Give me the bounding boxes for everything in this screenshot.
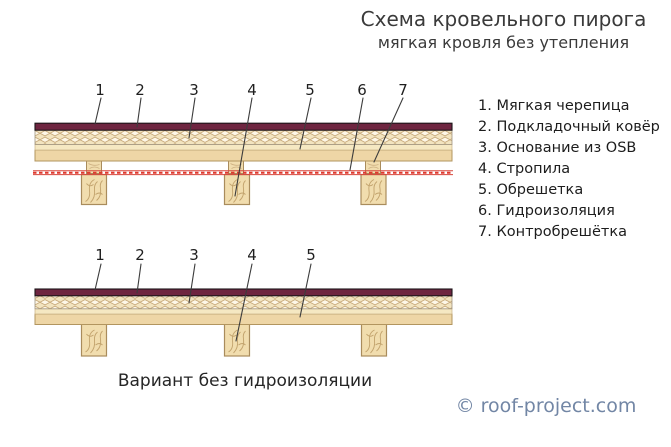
rafter-block bbox=[80, 323, 108, 357]
legend-item: 2. Подкладочный ковёр bbox=[478, 119, 660, 135]
batten-layer bbox=[34, 313, 453, 325]
rafter-block bbox=[223, 323, 251, 357]
page-title: Схема кровельного пирога bbox=[360, 7, 647, 31]
rafter-block bbox=[360, 173, 387, 206]
callout-line-1 bbox=[94, 97, 102, 125]
callout-line-5 bbox=[299, 263, 312, 318]
legend-item: 1. Мягкая черепица bbox=[478, 98, 630, 114]
osb-layer bbox=[34, 129, 453, 145]
shingle-underlayment-layer bbox=[34, 288, 453, 297]
callout-line-5 bbox=[299, 97, 312, 150]
rafter-block bbox=[360, 323, 388, 357]
callout-number-5: 5 bbox=[305, 81, 315, 99]
callout-number-4: 4 bbox=[247, 81, 257, 99]
callout-number-5: 5 bbox=[306, 246, 316, 264]
callout-number-1: 1 bbox=[95, 81, 105, 99]
callout-number-1: 1 bbox=[95, 246, 105, 264]
callout-number-2: 2 bbox=[135, 81, 145, 99]
roof-section-without-waterproofing: 1 2 3 4 5 bbox=[34, 246, 453, 357]
roof-section-with-waterproofing: 1 2 3 4 5 6 7 bbox=[33, 81, 453, 206]
callout-number-4: 4 bbox=[247, 246, 257, 264]
rafter-block bbox=[223, 173, 251, 206]
callout-line-4 bbox=[234, 97, 253, 197]
legend-item: 6. Гидроизоляция bbox=[478, 203, 615, 219]
callout-lines-group bbox=[94, 263, 312, 342]
rafter-block bbox=[80, 173, 108, 206]
callout-line-1 bbox=[94, 263, 102, 291]
callout-number-2: 2 bbox=[135, 246, 145, 264]
callout-line-3 bbox=[188, 263, 196, 304]
bottom-diagram-caption: Вариант без гидроизоляции bbox=[117, 371, 373, 391]
legend-item: 7. Контробрешётка bbox=[478, 224, 627, 240]
batten-board-layer bbox=[34, 308, 453, 315]
rafters-group bbox=[80, 323, 388, 357]
legend-item: 3. Основание из OSB bbox=[478, 140, 637, 156]
counter-battens-group bbox=[86, 160, 381, 174]
callout-line-7 bbox=[373, 97, 404, 163]
callout-line-2 bbox=[136, 263, 142, 294]
callout-line-6 bbox=[349, 97, 364, 171]
legend-item: 5. Обрешетка bbox=[478, 182, 584, 198]
callout-number-3: 3 bbox=[189, 81, 199, 99]
callout-line-4 bbox=[235, 263, 253, 342]
title-block: Схема кровельного пирога мягкая кровля б… bbox=[336, 7, 671, 54]
callout-lines-group bbox=[94, 97, 404, 197]
callout-numbers-group: 1 2 3 4 5 bbox=[95, 246, 316, 264]
callout-line-2 bbox=[136, 97, 142, 128]
rafters-group bbox=[80, 173, 387, 206]
callout-line-3 bbox=[188, 97, 196, 139]
legend-list: 1. Мягкая черепица 2. Подкладочный ковёр… bbox=[478, 96, 660, 243]
batten-layer bbox=[34, 149, 453, 162]
callout-numbers-group: 1 2 3 4 5 6 7 bbox=[95, 81, 408, 99]
callout-number-6: 6 bbox=[357, 81, 367, 99]
page-subtitle: мягкая кровля без утепления bbox=[377, 33, 630, 52]
waterproofing-dashed-line bbox=[33, 170, 453, 176]
legend-item: 4. Стропила bbox=[478, 161, 571, 177]
callout-number-3: 3 bbox=[189, 246, 199, 264]
shingle-underlayment-layer bbox=[34, 122, 453, 131]
callout-number-7: 7 bbox=[398, 81, 408, 99]
watermark-text: © roof-project.com bbox=[455, 395, 637, 417]
deck-layers-group bbox=[34, 288, 453, 325]
